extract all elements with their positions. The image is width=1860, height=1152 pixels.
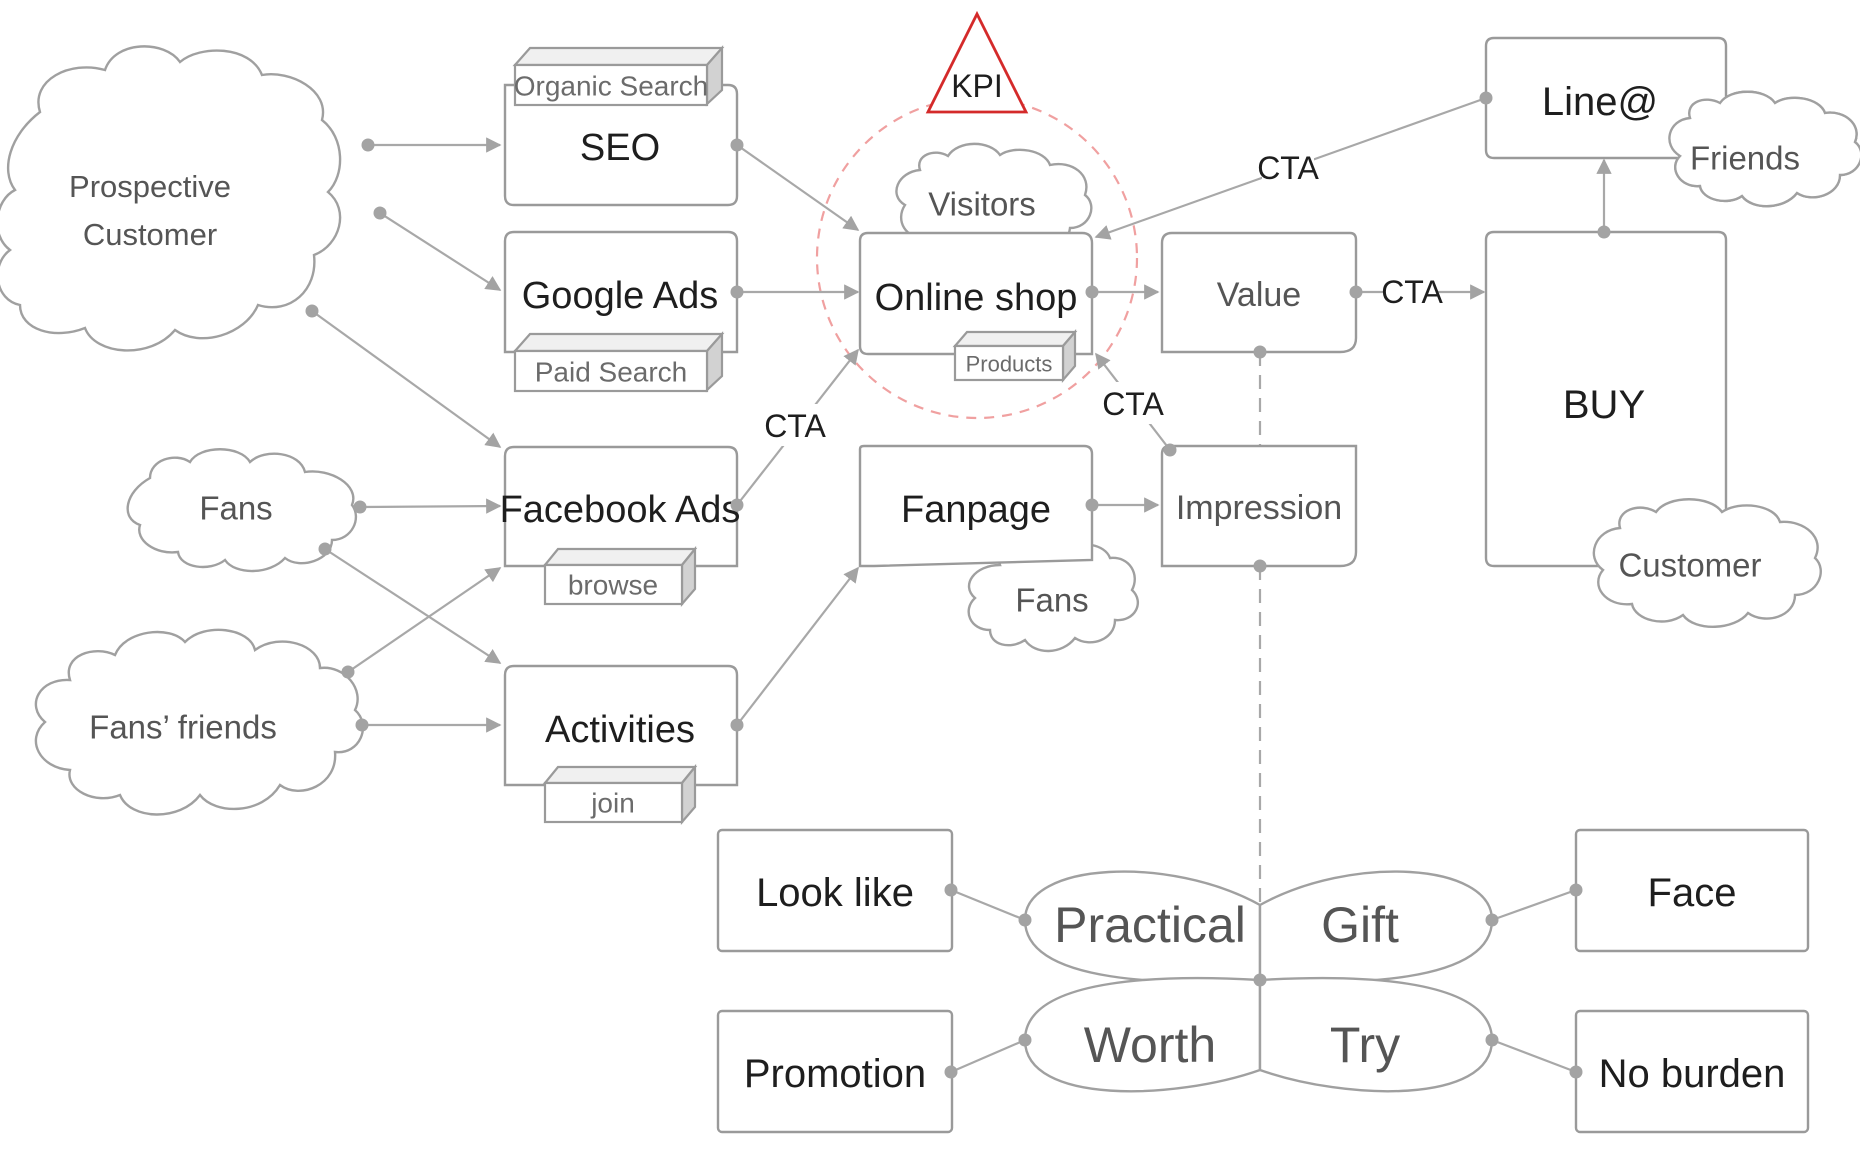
impression-label: Impression	[1176, 489, 1342, 527]
fanpage-label: Fanpage	[901, 489, 1051, 531]
seo-box[interactable]: SEO	[503, 83, 739, 207]
organic-search-tag: Organic Search	[512, 45, 725, 107]
fanpage-box[interactable]: Fanpage	[858, 444, 1094, 568]
products-label: Products	[966, 352, 1053, 377]
no-burden-label: No burden	[1599, 1052, 1786, 1096]
join-label: join	[590, 788, 635, 819]
kpi-label: KPI	[951, 68, 1003, 104]
face-box[interactable]: Face	[1574, 828, 1810, 953]
no-burden-box[interactable]: No burden	[1574, 1009, 1810, 1134]
browse-label: browse	[568, 570, 658, 601]
look-like-box[interactable]: Look like	[716, 828, 954, 953]
cloud-label: Fans	[199, 490, 272, 527]
facebook-ads-box[interactable]: Facebook Ads	[500, 445, 741, 568]
activities-label: Activities	[545, 709, 695, 751]
promotion-label: Promotion	[744, 1052, 926, 1096]
petal-worth: Worth	[1084, 1017, 1216, 1073]
line-label: Line@	[1542, 80, 1658, 124]
connection-dots	[305, 91, 1611, 1079]
cloud-friends-overlay: Friends	[1668, 90, 1860, 208]
cloud-label: Fans	[1015, 582, 1088, 619]
look-like-label: Look like	[756, 871, 914, 915]
kpi-focus-circle	[815, 96, 1139, 420]
cta-labels: CTA CTA CTA CTA	[764, 148, 1443, 446]
browse-tag: browse	[542, 545, 698, 607]
cta-impression-to-shop: CTA	[1102, 386, 1164, 422]
cta-line-to-shop: CTA	[1257, 150, 1319, 186]
join-tag: join	[542, 763, 698, 825]
cloud-label: Friends	[1690, 140, 1800, 177]
cta-facebook-to-shop: CTA	[764, 408, 826, 444]
products-tag: Products	[952, 329, 1078, 383]
paid-search-tag: Paid Search	[512, 331, 725, 393]
petal-try: Try	[1330, 1017, 1400, 1073]
cloud-fans-friends: Fans’ friends	[34, 628, 365, 816]
activities-box[interactable]: Activities	[503, 664, 739, 787]
facebook-ads-label: Facebook Ads	[500, 489, 741, 531]
cloud-customer: Customer	[1592, 498, 1822, 628]
cloud-fanpage-fans: Fans	[967, 539, 1139, 653]
google-ads-label: Google Ads	[522, 275, 718, 317]
cloud-label: Fans’ friends	[89, 709, 277, 746]
cloud-label: Visitors	[928, 186, 1036, 223]
seo-label: SEO	[580, 127, 660, 169]
petal-practical: Practical	[1054, 897, 1246, 953]
value-box[interactable]: Value	[1160, 231, 1358, 354]
cloud-label: Customer	[1618, 547, 1761, 584]
promotion-box[interactable]: Promotion	[716, 1009, 954, 1134]
online-shop-box[interactable]: Online shop	[858, 231, 1094, 356]
online-shop-label: Online shop	[875, 277, 1078, 319]
value-petals: Practical Gift Worth Try	[1023, 870, 1494, 1093]
petal-gift: Gift	[1321, 897, 1399, 953]
kpi-badge: KPI	[925, 10, 1029, 114]
google-ads-box[interactable]: Google Ads	[503, 230, 739, 354]
face-label: Face	[1648, 871, 1737, 915]
organic-search-label: Organic Search	[514, 71, 709, 102]
cta-value-to-buy: CTA	[1381, 274, 1443, 310]
paid-search-label: Paid Search	[535, 357, 688, 388]
impression-box[interactable]: Impression	[1160, 444, 1358, 568]
cloud-fans: Fans	[126, 448, 358, 573]
value-label: Value	[1217, 276, 1301, 314]
cloud-visitors: Visitors	[895, 142, 1093, 260]
buy-label: BUY	[1563, 383, 1645, 427]
